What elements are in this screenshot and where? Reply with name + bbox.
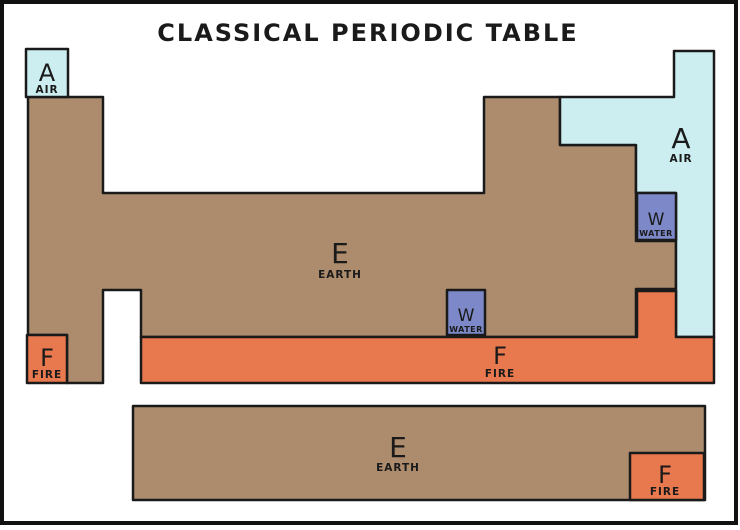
- fire-strip-shape: [139, 289, 716, 385]
- air-top-left-shape: [24, 47, 70, 99]
- fire-bottom-right-shape: [628, 451, 706, 502]
- earth-main-symbol: E: [331, 237, 349, 270]
- air-right-symbol: A: [671, 122, 690, 155]
- water-right-label: WATER: [639, 229, 673, 238]
- air-top-left-label: AIR: [35, 84, 58, 96]
- fire-bottom-left-label: FIRE: [32, 369, 62, 381]
- air-top-left-symbol: A: [39, 59, 56, 87]
- earth-bottom-label: EARTH: [376, 462, 420, 474]
- water-middle-shape: [445, 288, 487, 337]
- fire-bottom-left-symbol: F: [40, 344, 54, 372]
- water-middle-box: W WATER: [445, 288, 487, 337]
- fire-strip-label: FIRE: [485, 368, 515, 380]
- fire-bottom-right-box: F FIRE: [628, 451, 706, 502]
- earth-bottom-shape: [131, 404, 707, 502]
- air-right-label: AIR: [669, 153, 692, 165]
- fire-bottom-left-box: F FIRE: [25, 333, 69, 385]
- air-top-left-box: A AIR: [24, 47, 70, 99]
- fire-bottom-right-label: FIRE: [650, 486, 680, 498]
- water-middle-label: WATER: [449, 325, 483, 334]
- water-right-shape: [635, 191, 678, 242]
- fire-strip-region: F FIRE: [139, 289, 716, 385]
- water-middle-symbol: W: [458, 306, 475, 326]
- earth-bottom-symbol: E: [389, 431, 407, 464]
- fire-strip-symbol: F: [493, 342, 507, 370]
- earth-main-label: EARTH: [318, 269, 362, 281]
- water-right-box: W WATER: [635, 191, 678, 242]
- earth-bottom-block: E EARTH: [131, 404, 707, 502]
- water-right-symbol: W: [648, 210, 665, 230]
- fire-bottom-left-shape: [25, 333, 69, 385]
- comic-title: CLASSICAL PERIODIC TABLE: [157, 19, 578, 47]
- fire-bottom-right-symbol: F: [658, 461, 672, 489]
